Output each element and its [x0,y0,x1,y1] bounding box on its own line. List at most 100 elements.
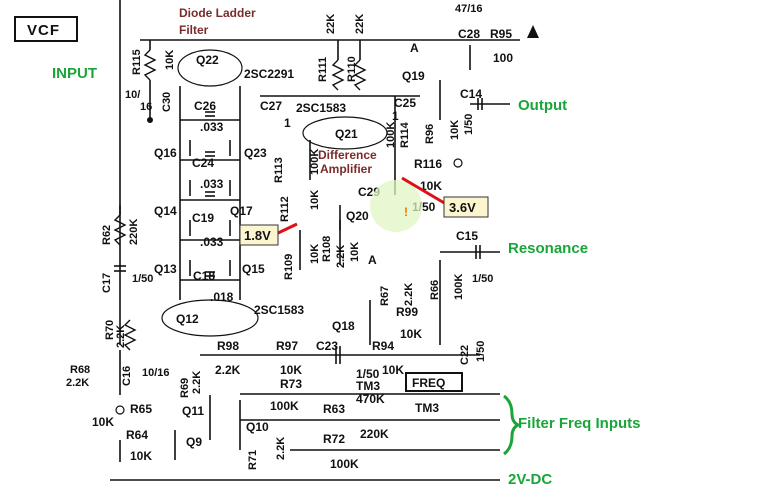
svg-text:Q22: Q22 [196,53,219,67]
svg-text:2.2K: 2.2K [215,363,241,377]
svg-text:1/50: 1/50 [463,114,475,135]
svg-text:100: 100 [493,51,513,65]
svg-text:R95: R95 [490,27,512,41]
red-pointer-high [401,176,447,206]
svg-text:R113: R113 [273,157,285,183]
svg-text:R70: R70 [104,320,116,340]
svg-text:C18: C18 [193,269,215,283]
svg-text:R114: R114 [399,121,411,148]
voltage-box-low [239,224,279,246]
svg-text:R112: R112 [279,196,291,222]
highlight-glow [370,180,422,232]
svg-text:10K: 10K [280,363,302,377]
svg-text:47/16: 47/16 [455,3,483,15]
svg-text:R73: R73 [280,377,302,391]
svg-text:!: ! [404,205,408,219]
svg-text:Difference: Difference [318,148,377,162]
svg-text:10K: 10K [400,327,422,341]
svg-text:2.2K: 2.2K [115,325,127,348]
svg-text:C16: C16 [121,366,133,386]
svg-text:2.2K: 2.2K [66,377,89,389]
svg-text:Resonance: Resonance [508,240,588,257]
svg-text:FREQ: FREQ [412,376,445,390]
svg-text:1: 1 [284,116,291,130]
svg-text:Q18: Q18 [332,319,355,333]
voltage-box-high [443,196,489,218]
svg-text:C30: C30 [161,92,173,112]
svg-text:R110: R110 [346,56,358,82]
svg-text:R108: R108 [321,236,333,262]
svg-text:220K: 220K [128,219,140,245]
svg-text:Q10: Q10 [246,420,269,434]
r70-resistor [123,319,137,351]
r111-resistor [331,59,345,91]
svg-text:2V-DC: 2V-DC [508,471,552,488]
svg-text:10K: 10K [349,242,361,262]
svg-text:Output: Output [518,97,567,114]
svg-text:Filter: Filter [179,23,209,37]
svg-text:Q11: Q11 [182,404,204,418]
q12-transistor-pair [161,299,259,337]
svg-text:10K: 10K [309,190,321,210]
svg-text:Q13: Q13 [154,262,177,276]
svg-text:100K: 100K [453,274,465,300]
svg-text:Q23: Q23 [244,146,267,160]
svg-text:100K: 100K [309,149,321,175]
svg-text:A: A [368,253,377,267]
svg-text:Q17: Q17 [230,204,253,218]
svg-text:C19: C19 [192,211,214,225]
r115-resistor [143,49,157,81]
supply-arrow-icon [527,25,539,38]
svg-text:2SC1583: 2SC1583 [296,101,346,115]
svg-text:220K: 220K [360,427,389,441]
svg-text:22K: 22K [325,14,337,34]
svg-text:470K: 470K [356,392,385,406]
q22-transistor-pair [177,49,243,87]
svg-text:1/50: 1/50 [472,273,493,285]
vcf-title: VCF [27,22,60,39]
svg-text:2.2K: 2.2K [335,245,347,268]
svg-text:Filter Freq Inputs: Filter Freq Inputs [518,415,641,432]
svg-text:1.8V: 1.8V [244,228,271,243]
svg-text:C28: C28 [458,27,480,41]
svg-text:TM3: TM3 [415,401,439,415]
svg-text:100K: 100K [270,399,299,413]
ladder-stages [180,111,240,281]
svg-text:10K: 10K [164,50,176,70]
svg-text:R116: R116 [414,157,442,171]
svg-text:R64: R64 [126,428,148,442]
svg-text:C17: C17 [101,273,113,293]
svg-text:Q16: Q16 [154,146,177,160]
svg-text:2SC2291: 2SC2291 [244,67,294,81]
svg-text:Q12: Q12 [176,312,199,326]
r62-resistor [113,214,127,246]
svg-text:.033: .033 [200,235,224,249]
svg-text:C15: C15 [456,229,478,243]
svg-text:R115: R115 [131,49,143,75]
r110-resistor [353,59,367,91]
svg-text:R96: R96 [424,124,436,144]
freq-box [405,372,463,392]
svg-text:16: 16 [140,101,152,113]
svg-text:100K: 100K [330,457,359,471]
svg-text:C14: C14 [460,87,482,101]
svg-text:A: A [410,41,419,55]
svg-text:Q15: Q15 [242,262,265,276]
svg-text:22K: 22K [354,14,366,34]
svg-text:1/50: 1/50 [356,367,380,381]
svg-text:Amplifier: Amplifier [320,162,372,176]
svg-text:R71: R71 [247,450,259,470]
svg-text:C23: C23 [316,339,338,353]
svg-text:R109: R109 [283,254,295,280]
svg-text:R69: R69 [179,378,191,398]
svg-text:R72: R72 [323,432,345,446]
svg-text:Q20: Q20 [346,209,369,223]
svg-text:10K: 10K [449,120,461,140]
svg-text:10K: 10K [92,415,114,429]
svg-text:R63: R63 [323,402,345,416]
svg-text:INPUT: INPUT [52,65,97,82]
svg-text:R66: R66 [429,280,441,300]
svg-text:.033: .033 [200,120,224,134]
svg-text:TM3: TM3 [356,379,380,393]
